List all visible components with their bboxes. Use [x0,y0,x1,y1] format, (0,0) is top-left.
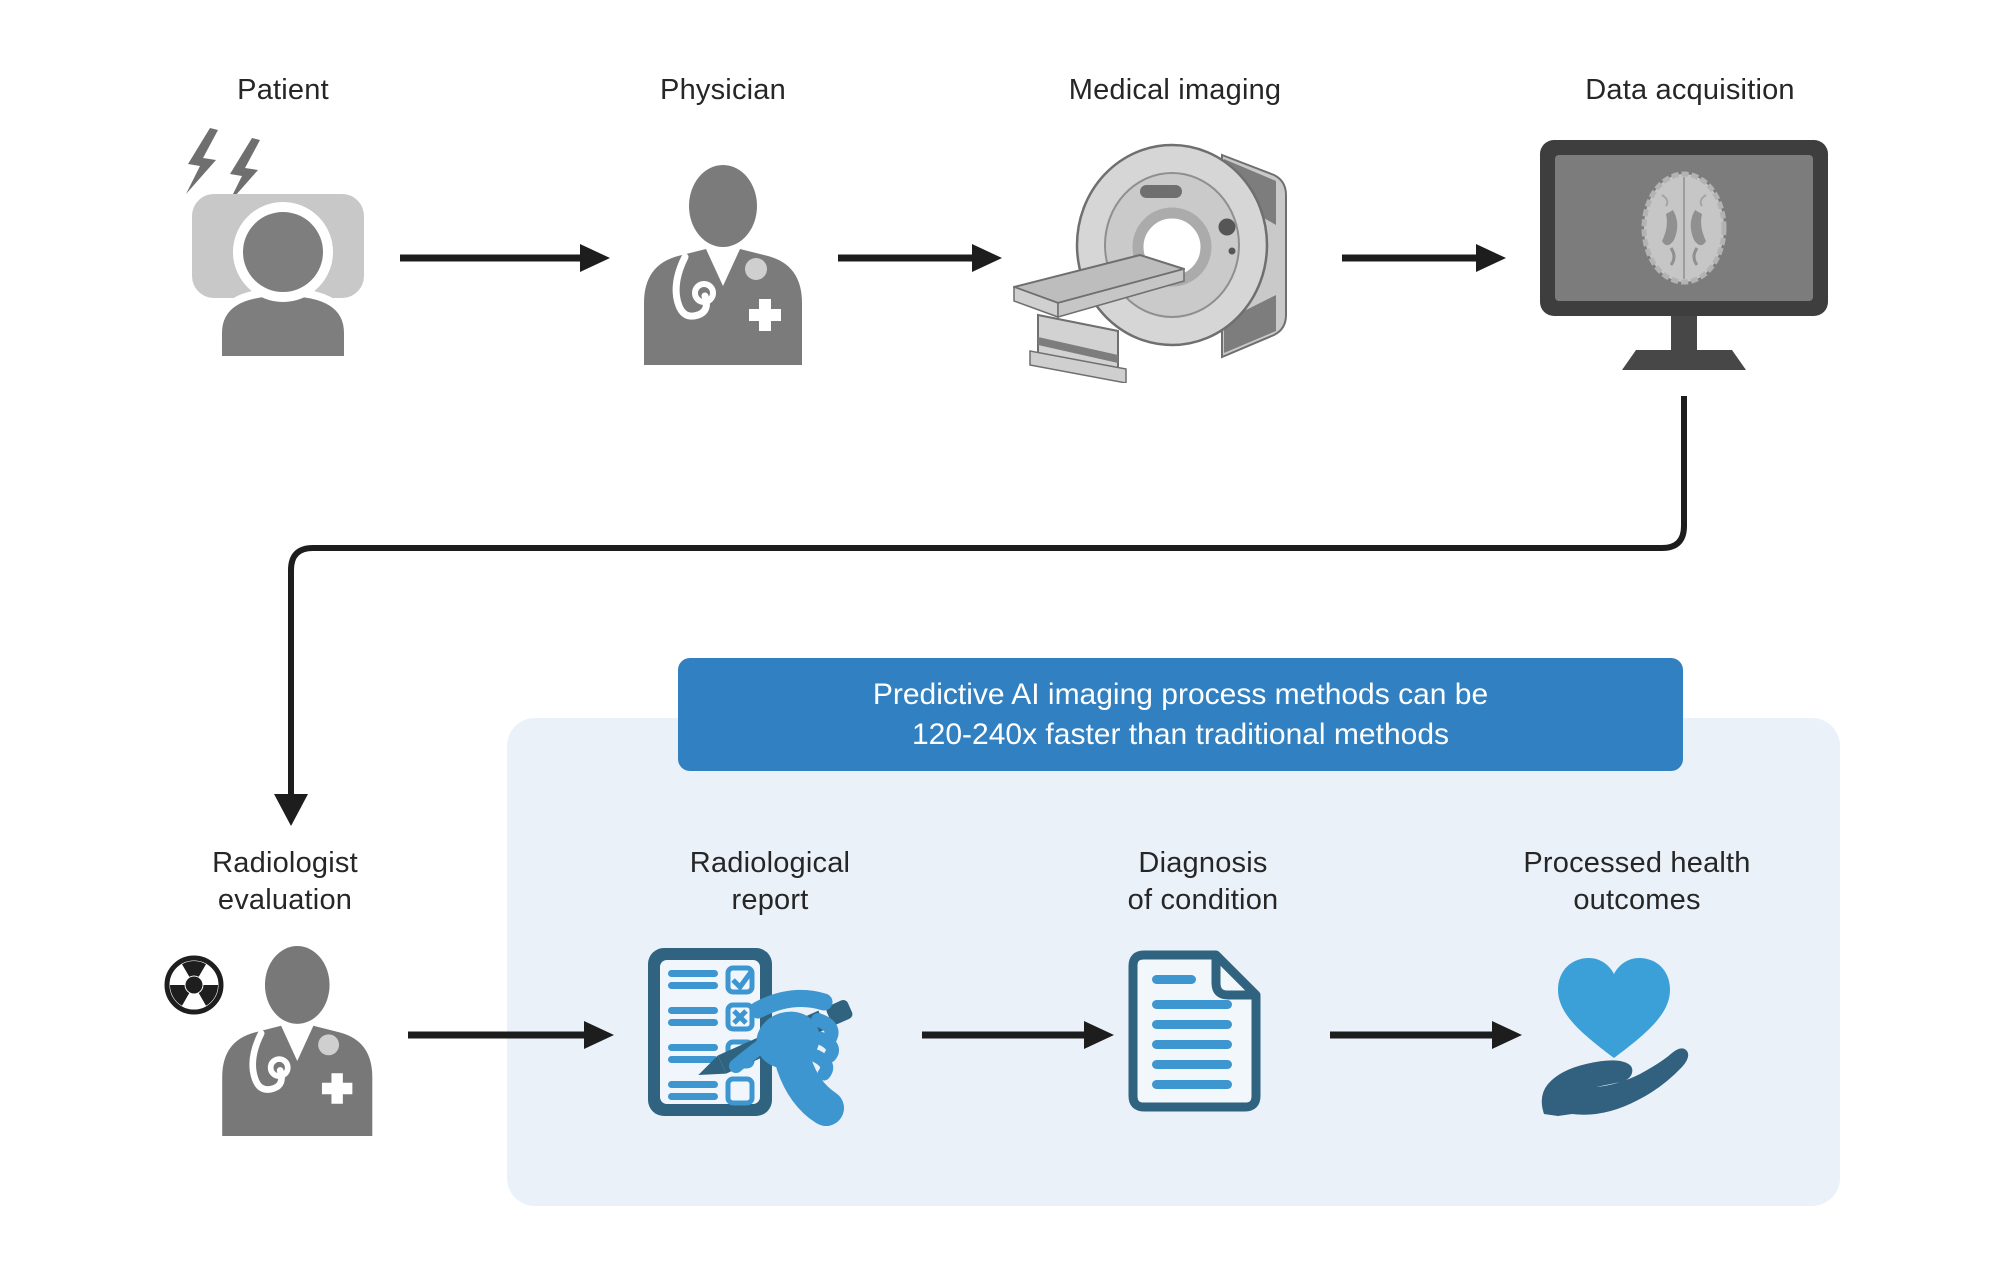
flow-arrow [922,1021,1114,1049]
physician-icon [628,165,818,365]
stethoscope-icon [672,253,710,320]
mri-scanner-icon [1012,135,1300,383]
step-label-data-acquisition: Data acquisition [1585,74,1795,106]
pain-bolts-icon [186,128,260,204]
step-label-physician: Physician [660,74,786,106]
hand-icon [729,989,844,1126]
medical-cross-icon [749,299,781,331]
step-label-medical-imaging: Medical imaging [1068,74,1282,106]
ai-speed-banner: Predictive AI imaging process methods ca… [678,658,1683,771]
step-label-diagnosis: Diagnosis of condition [1127,847,1279,916]
flow-arrow [838,244,1002,272]
flow-arrow [1342,244,1506,272]
brain-scan-image [1641,171,1727,285]
flow-arrow [400,244,610,272]
hand-shape [1541,1048,1689,1116]
radiological-report-icon [646,946,878,1128]
step-label-radiological-report: Radiological report [689,847,851,916]
brain-scan-monitor-icon [1540,140,1828,375]
radiation-icon [164,955,224,1015]
patient-icon [180,128,385,363]
step-label-radiologist-evaluation: Radiologist evaluation [212,847,358,916]
banner-line-1: Predictive AI imaging process methods ca… [872,677,1489,711]
step-label-patient: Patient [237,74,329,106]
heart-in-hand-icon [1538,946,1690,1116]
flow-arrow [408,1021,614,1049]
heart-shape [1558,958,1670,1058]
banner-line-2: 120-240x faster than traditional methods [912,717,1449,751]
radiologist-icon [150,938,440,1148]
diagnosis-document-icon [1128,950,1264,1112]
step-label-processed-outcomes: Processed health outcomes [1523,847,1751,916]
flow-arrow [1330,1021,1522,1049]
